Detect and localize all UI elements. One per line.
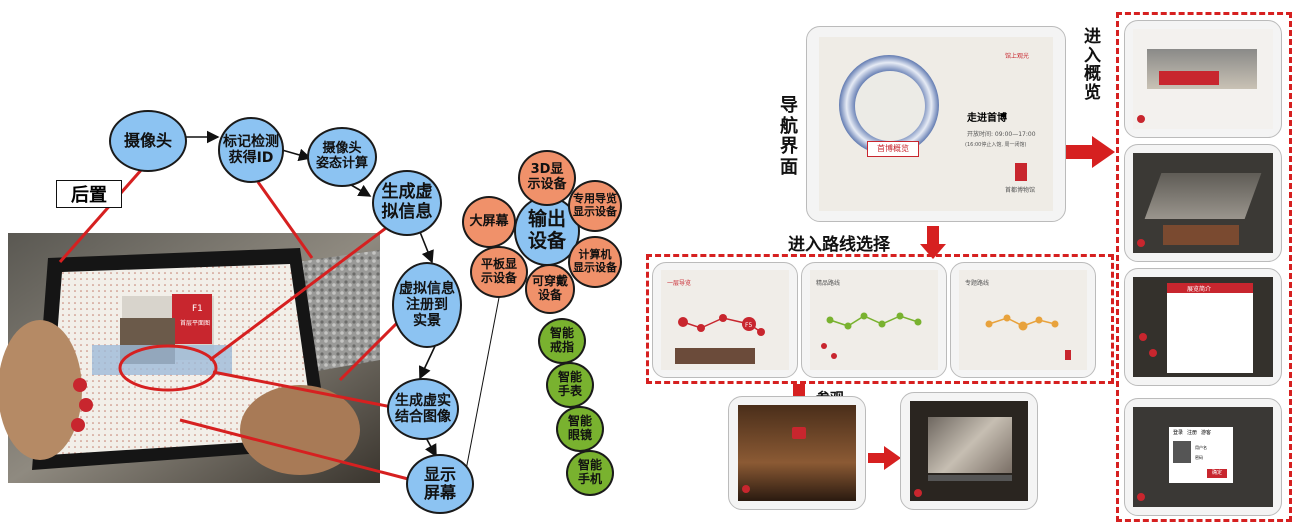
svg-text:F5: F5 [745, 322, 752, 329]
register-node: 虚拟信息 注册到 实景 [392, 262, 462, 348]
overview-ipad-2 [1124, 144, 1282, 262]
marker-detect-node: 标记检测 获得ID [218, 117, 284, 183]
overview-button[interactable]: 首博概览 [867, 141, 919, 157]
rear-camera-label: 后置 [56, 180, 122, 208]
right-arrow-overview [1066, 136, 1115, 168]
nav-interface-label: 导 航 界 面 [780, 95, 798, 179]
tablet-display-node: 平板显 示设备 [470, 246, 528, 298]
route-ipad-3: 专题路线 [950, 262, 1096, 378]
route-selection-box [646, 254, 1114, 384]
popup-title: 展览简介 [1187, 286, 1212, 293]
route-screen-title-2: 精品路线 [816, 280, 841, 287]
photo-floor-label: F1 [192, 304, 203, 314]
down-arrow-1 [920, 226, 946, 259]
smart-ring-node: 智能 戒指 [538, 318, 586, 364]
register-tab[interactable]: 注册 [1187, 430, 1198, 436]
overview-plus-icon-1[interactable] [1137, 115, 1145, 123]
nav-note: (16:00停止入馆, 周一闭馆) [965, 142, 1027, 148]
marker-paper [298, 250, 380, 372]
visit-ipad-2 [900, 392, 1038, 510]
route-ipad-1: 一层导览 F5 [652, 262, 798, 378]
video-badge [792, 427, 806, 439]
password-field[interactable]: 密码 [1195, 455, 1203, 460]
overview-plus-icon-2[interactable] [1137, 239, 1145, 247]
popup-side-icon-1[interactable] [1139, 333, 1147, 341]
visit-plus-icon[interactable] [742, 485, 750, 493]
overview-ipad-3: 展览简介 [1124, 268, 1282, 386]
guest-tab[interactable]: 游客 [1201, 430, 1212, 436]
nav-logo-text: 首都博物馆 [1005, 187, 1036, 194]
overview-ipad-4: 登录 注册 游客 用户名 密码 确定 [1124, 398, 1282, 516]
login-tab[interactable]: 登录 [1173, 430, 1184, 436]
photo-floor-sub: 首层平面图 [180, 319, 210, 327]
nav-screen: 首博概览 走进首博 开放时间: 09:00—17:00 (16:00停止入馆, … [819, 37, 1053, 211]
video-plus-icon[interactable] [914, 489, 922, 497]
pose-calc-node: 摄像头 姿态计算 [307, 127, 377, 187]
route-screen-title-1: 一层导览 [667, 280, 692, 287]
video-progress-bar[interactable] [928, 475, 1012, 481]
smart-glasses-node: 智能 眼镜 [556, 406, 604, 452]
highlight-ellipse [118, 344, 218, 392]
nav-title: 走进首博 [967, 113, 1007, 124]
video-frame [928, 417, 1012, 473]
big-screen-node: 大屏幕 [462, 196, 516, 248]
left-diagram-canvas: F1 首层平面图 [0, 130, 503, 483]
smart-watch-node: 智能 手表 [546, 362, 594, 408]
floor-model [1144, 173, 1262, 219]
route-select-label: 进入路线选择 [788, 235, 890, 255]
display-to-device-line [465, 281, 503, 471]
visit-ipad-1 [728, 396, 866, 510]
login-dialog: 登录 注册 游客 用户名 密码 确定 [1169, 427, 1233, 483]
username-field[interactable]: 用户名 [1195, 445, 1207, 450]
exhibit-popup: 展览简介 [1167, 283, 1253, 373]
route-screen-title-3: 专题路线 [965, 280, 990, 287]
guide-display-node: 专用导览 显示设备 [568, 180, 622, 232]
display-screen-node: 显示 屏幕 [406, 454, 474, 514]
computer-display-node: 计算机 显示设备 [568, 236, 622, 288]
seal-logo [1015, 163, 1027, 181]
overview-ipad-1 [1124, 20, 1282, 138]
login-submit-button[interactable]: 确定 [1207, 469, 1227, 478]
smart-phone-node: 智能 手机 [566, 450, 614, 496]
right-arrow-visit [868, 446, 901, 470]
route-ipad-2: 精品路线 [801, 262, 947, 378]
nav-hours: 开放时间: 09:00—17:00 [967, 131, 1036, 138]
avatar [1173, 441, 1191, 463]
overview-box [1116, 12, 1292, 522]
combine-image-node: 生成虚实 结合图像 [387, 378, 459, 440]
popup-side-icon-2[interactable] [1149, 349, 1157, 357]
3d-display-node: 3D显 示设备 [518, 150, 576, 206]
overview-plus-icon-4[interactable] [1137, 493, 1145, 501]
wearable-node: 可穿戴 设备 [525, 264, 575, 314]
nav-ipad: 首博概览 走进首博 开放时间: 09:00—17:00 (16:00停止入馆, … [806, 26, 1066, 222]
ar-photo [0, 233, 380, 483]
nav-corner-logo: 馆上观光 [1005, 53, 1030, 60]
camera-node: 摄像头 [109, 110, 187, 172]
overview-label: 进 入 概 览 [1084, 27, 1101, 104]
generate-virtual-node: 生成虚 拟信息 [372, 170, 442, 236]
